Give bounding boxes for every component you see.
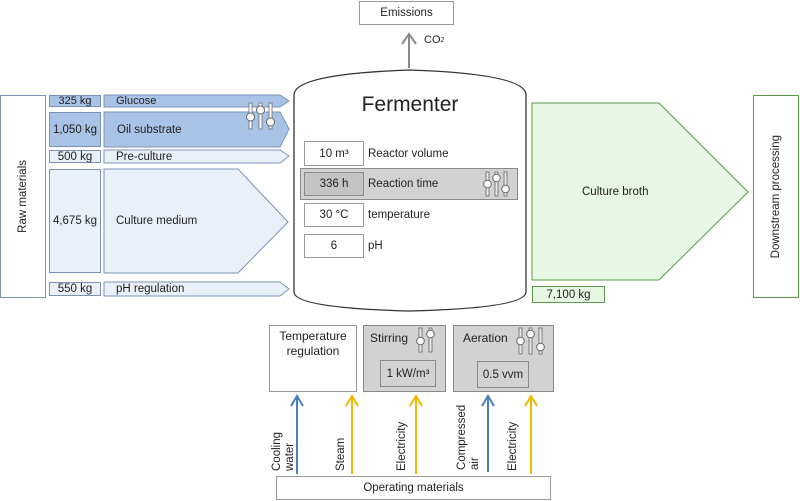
- aeration-label: Aeration: [463, 331, 508, 345]
- pre-culture-arrow: [103, 149, 290, 164]
- fermenter-title: Fermenter: [361, 93, 459, 116]
- culture-medium-amount: 4,675 kg: [49, 169, 101, 273]
- aeration-sliders-icon[interactable]: [516, 326, 548, 356]
- culture-medium-arrow: [103, 168, 289, 274]
- reaction-time-sliders-icon[interactable]: [483, 170, 513, 198]
- temperature-value: 30 °C: [304, 203, 364, 227]
- reactor-volume-value: 10 m³: [304, 141, 364, 166]
- pre-culture-amount: 500 kg: [49, 150, 101, 163]
- downstream-processing-box: Downstream processing: [753, 95, 799, 298]
- reaction-time-label: Reaction time: [368, 178, 439, 190]
- ph-value: 6: [304, 234, 364, 258]
- oil-substrate-amount: 1,050 kg: [49, 112, 101, 147]
- stirring-sliders-icon[interactable]: [416, 326, 438, 354]
- sliders-icon[interactable]: [246, 101, 280, 131]
- glucose-label: Glucose: [116, 95, 157, 107]
- aeration-value: 0.5 vvm: [477, 361, 529, 388]
- emissions-box: Emissions: [359, 1, 454, 25]
- operating-materials-label: Operating materials: [363, 482, 464, 494]
- electricity-label-aeration: Electricity: [507, 421, 519, 471]
- temperature-label: temperature: [368, 209, 431, 221]
- ph-regulation-arrow: [103, 281, 290, 297]
- glucose-arrow: [103, 94, 290, 108]
- ph-regulation-amount: 550 kg: [49, 282, 101, 296]
- cooling-water-label: Cooling water: [271, 432, 296, 471]
- culture-broth-amount: 7,100 kg: [532, 286, 605, 303]
- temperature-regulation-box: [269, 325, 357, 392]
- ph-label: pH: [368, 240, 383, 252]
- downstream-processing-label: Downstream processing: [770, 134, 782, 259]
- culture-broth-arrow: [531, 102, 749, 281]
- utility-arrows: [290, 394, 538, 474]
- raw-materials-label: Raw materials: [17, 160, 29, 233]
- stirring-label: Stirring: [370, 331, 409, 345]
- culture-broth-label: Culture broth: [582, 186, 649, 198]
- pre-culture-label: Pre-culture: [116, 150, 173, 163]
- steam-label: Steam: [335, 437, 347, 471]
- raw-materials-box: Raw materials: [0, 95, 46, 298]
- glucose-amount: 325 kg: [49, 95, 101, 107]
- electricity-label-stirring: Electricity: [396, 421, 408, 471]
- stirring-value: 1 kW/m³: [380, 360, 436, 387]
- oil-substrate-label: Oil substrate: [117, 123, 182, 136]
- reaction-time-value: 336 h: [304, 172, 364, 196]
- culture-medium-label: Culture medium: [116, 215, 198, 227]
- reactor-volume-label: Reactor volume: [368, 147, 449, 160]
- compressed-air-label: Compressed air: [456, 404, 481, 470]
- ph-regulation-label: pH regulation: [116, 283, 185, 295]
- emissions-label: Emissions: [380, 7, 433, 19]
- operating-materials-box: Operating materials: [276, 476, 551, 500]
- temperature-regulation-label: Temperature regulation: [279, 329, 347, 358]
